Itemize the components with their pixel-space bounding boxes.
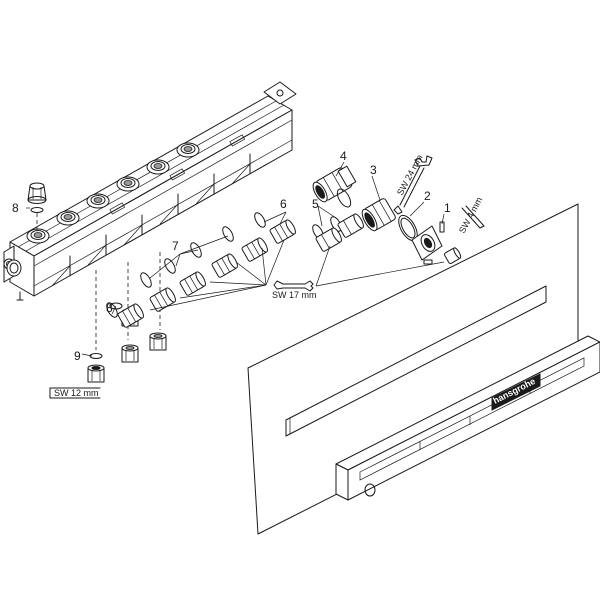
label-sw12: SW 12 mm	[54, 388, 99, 398]
part-4-cartridge	[312, 165, 357, 208]
callout-3: 3	[370, 163, 377, 177]
part-7-fittings	[106, 226, 238, 328]
leader-lines	[26, 161, 445, 357]
brand-logo-plate	[491, 373, 541, 411]
manifold-front-face	[33, 109, 293, 297]
callout-7: 7	[172, 239, 179, 253]
part-8-cap-top	[27, 182, 47, 232]
wrench-sw17	[273, 280, 314, 292]
top-bracket	[263, 81, 297, 105]
manifold-top-face	[9, 95, 293, 257]
wrench-sw24	[393, 155, 433, 215]
callout-6: 6	[280, 197, 287, 211]
callout-9: 9	[74, 349, 81, 363]
callout-5: 5	[312, 197, 319, 211]
callout-numbers: 8 7 6 5 4 3 2 1 8 9	[12, 149, 451, 363]
manifold-outlets	[6, 134, 246, 277]
callout-2: 2	[424, 189, 431, 203]
part-9-cap	[87, 353, 105, 383]
part-6-fittings	[241, 212, 296, 262]
finish-bar: hansgrohe	[335, 335, 600, 501]
label-sw4: SW 4 mm	[457, 195, 484, 235]
wrench-sw12	[49, 387, 101, 399]
manifold-body	[3, 81, 297, 301]
callout-8-lower: 8	[106, 301, 113, 315]
hex-key-sw4	[461, 205, 485, 229]
cover-plate-slot	[285, 285, 547, 437]
callout-8-top: 8	[12, 201, 19, 215]
callout-1: 1	[444, 201, 451, 215]
part-1-flange	[411, 221, 462, 265]
part-3-nut	[361, 198, 396, 232]
label-sw17: SW 17 mm	[272, 290, 317, 300]
callout-4: 4	[340, 149, 347, 163]
part-5-fittings	[312, 213, 364, 252]
